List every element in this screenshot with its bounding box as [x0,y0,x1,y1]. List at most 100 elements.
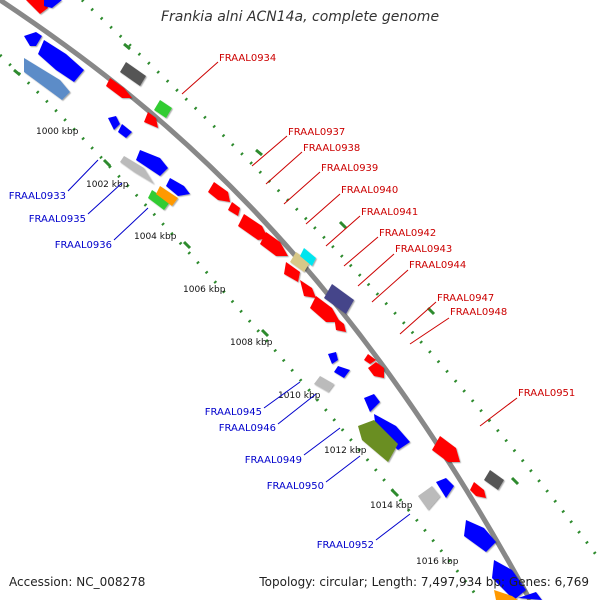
gene-arrow[interactable] [300,248,316,266]
gene-label[interactable]: FRAAL0937 [288,127,345,138]
leader-line [303,427,341,456]
minor-ticks [13,42,520,498]
gene-arrow[interactable] [484,470,504,490]
scale-label: 1004 kbp [134,232,177,242]
gene-arrow[interactable] [108,116,120,130]
gene-arrow[interactable] [154,100,172,118]
gene-label[interactable]: FRAAL0940 [341,185,398,196]
gene-arrow[interactable] [492,560,526,600]
gene-arrow[interactable] [358,420,398,462]
tick-mark [338,220,348,230]
gene-label[interactable]: FRAAL0934 [219,53,276,64]
gene-arrow[interactable] [284,262,300,282]
gene-label[interactable]: FRAAL0938 [303,143,360,154]
gene-arrow[interactable] [166,178,190,196]
gene-arrow[interactable] [310,296,340,322]
gene-arrow[interactable] [314,376,334,392]
leader-line [277,393,317,425]
gene-arrow[interactable] [228,202,240,216]
leader-line [87,182,123,215]
leader-line [67,159,99,192]
scale-label: 1008 kbp [230,338,273,348]
gene-arrow[interactable] [334,316,346,332]
gene-arrow[interactable] [26,0,48,14]
gene-label[interactable]: FRAAL0948 [450,307,507,318]
leader-line [325,215,361,247]
leader-line [325,455,361,483]
gene-arrow[interactable] [148,190,170,210]
tick-mark [123,42,131,51]
gene-arrow[interactable] [106,78,132,98]
gene-arrow[interactable] [374,414,410,450]
gene-label[interactable]: FRAAL0933 [9,191,66,202]
leader-line [181,61,219,95]
tick-mark [13,68,21,77]
scale-label: 1006 kbp [183,285,226,295]
gene-label[interactable]: FRAAL0936 [55,240,112,251]
tick-mark [426,306,436,316]
genome-summary-text: Topology: circular; Length: 7,497,934 bp… [259,575,589,589]
gene-arrow[interactable] [156,186,178,206]
gene-label[interactable]: FRAAL0935 [29,214,86,225]
map-title: Frankia alni ACN14a, complete genome [160,9,440,25]
tick-mark [182,240,192,250]
gene-label[interactable]: FRAAL0944 [409,260,466,271]
gene-arrow[interactable] [290,252,310,272]
scale-label: 1012 kbp [324,446,367,456]
scale-label: 1000 kbp [36,127,79,137]
leader-line [251,135,288,167]
gene-arrow[interactable] [418,486,440,510]
scale-label: 1014 kbp [370,501,413,511]
leader-line [343,236,379,267]
gene-arrow[interactable] [120,156,154,184]
gene-arrow[interactable] [44,0,62,8]
gene-label[interactable]: FRAAL0945 [205,407,262,418]
gene-arrow[interactable] [144,112,158,128]
gene-arrow[interactable] [364,354,376,364]
gene-arrow[interactable] [24,32,42,46]
gene-arrow[interactable] [518,592,542,600]
gene-arrow[interactable] [364,394,380,412]
guide-track-outer [80,0,600,561]
gene-arrow[interactable] [260,232,288,256]
gene-label[interactable]: FRAAL0943 [395,244,452,255]
scale-label: 1002 kbp [86,180,129,190]
gene-arrow[interactable] [464,520,496,552]
gene-arrow[interactable] [324,284,354,314]
gene-arrow[interactable] [238,214,268,240]
gene-label[interactable]: FRAAL0952 [317,540,374,551]
gene-arrow[interactable] [494,590,518,600]
gene-arrow[interactable] [38,40,84,82]
gene-label[interactable]: FRAAL0941 [361,207,418,218]
gene-arrow[interactable] [368,362,384,378]
gene-label[interactable]: FRAAL0939 [321,163,378,174]
tick-mark [102,158,112,168]
tick-mark [510,476,520,486]
scale-label: 1016 kbp [416,557,459,567]
gene-arrow[interactable] [118,124,132,138]
leader-line [399,301,437,335]
gene-label[interactable]: FRAAL0947 [437,293,494,304]
gene-arrow[interactable] [136,150,168,176]
gene-arrow[interactable] [328,352,338,364]
gene-label[interactable]: FRAAL0950 [267,481,324,492]
gene-arrow[interactable] [24,58,70,100]
gene-arrow[interactable] [432,436,460,462]
gene-label[interactable]: FRAAL0949 [245,455,302,466]
tick-mark [255,148,263,157]
scale-label: 1010 kbp [278,391,321,401]
gene-arrow[interactable] [334,366,350,378]
gene-arrow[interactable] [470,482,486,498]
gene-arrow[interactable] [120,62,146,86]
gene-arrow[interactable] [436,478,454,498]
leader-line [409,317,450,345]
forward-strand-genes [26,0,504,498]
gene-arrow[interactable] [300,280,316,298]
gene-label[interactable]: FRAAL0942 [379,228,436,239]
gene-arrow[interactable] [208,182,230,202]
gene-label[interactable]: FRAAL0951 [518,388,575,399]
leader-line [357,253,395,287]
gene-label[interactable]: FRAAL0946 [219,423,276,434]
